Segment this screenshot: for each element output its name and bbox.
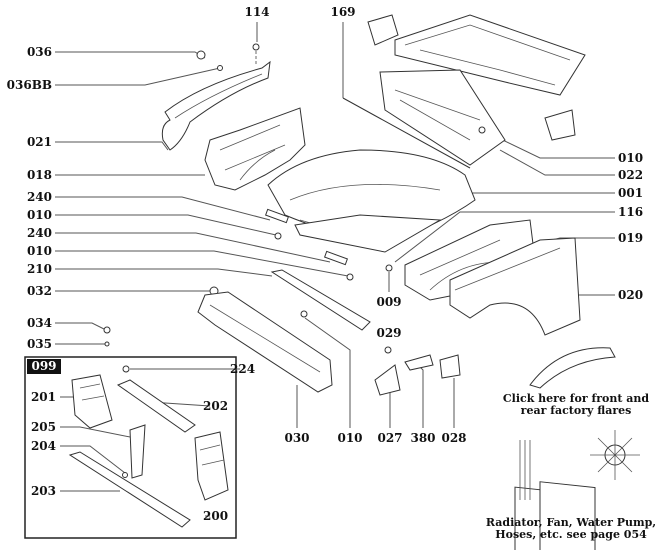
part-028[interactable] [439, 354, 461, 379]
part-036[interactable] [196, 50, 206, 60]
label-030[interactable]: 030 [284, 431, 309, 445]
label-021[interactable]: 021 [27, 135, 52, 149]
part-fender-apron-021[interactable] [161, 60, 271, 151]
label-114[interactable]: 114 [244, 5, 269, 19]
label-036[interactable]: 036 [27, 45, 52, 59]
part-010-d[interactable] [300, 310, 308, 318]
label-201[interactable]: 201 [31, 390, 56, 404]
part-fender-020[interactable] [449, 237, 581, 336]
part-bumper-030[interactable] [197, 291, 333, 393]
label-200[interactable]: 200 [203, 509, 228, 523]
label-205[interactable]: 205 [31, 420, 56, 434]
label-019[interactable]: 019 [618, 231, 643, 245]
label-010-a[interactable]: 010 [27, 208, 52, 222]
part-seal-169[interactable] [342, 97, 471, 169]
part-radiator-support-210[interactable] [270, 269, 371, 331]
label-001[interactable]: 001 [618, 186, 643, 200]
label-210[interactable]: 210 [27, 262, 52, 276]
part-036bb[interactable] [217, 65, 223, 71]
part-010-a[interactable] [274, 232, 282, 240]
part-010-cowl[interactable] [478, 126, 486, 134]
label-020[interactable]: 020 [618, 288, 643, 302]
part-027[interactable] [374, 364, 401, 396]
part-cowl-top[interactable] [367, 14, 586, 141]
label-224[interactable]: 224 [230, 362, 255, 376]
label-202[interactable]: 202 [203, 399, 228, 413]
label-380[interactable]: 380 [410, 431, 435, 445]
label-022[interactable]: 022 [618, 168, 643, 182]
label-010-d[interactable]: 010 [337, 431, 362, 445]
part-035[interactable] [104, 341, 110, 347]
part-hood-insulator-116[interactable] [294, 214, 442, 253]
flares-link[interactable]: Click here for front and rear factory fl… [502, 392, 650, 417]
label-032[interactable]: 032 [27, 284, 52, 298]
inset-099-badge[interactable]: 099 [27, 359, 61, 374]
label-240-a[interactable]: 240 [27, 190, 52, 204]
part-240-b[interactable] [323, 250, 349, 266]
part-240-a[interactable] [264, 208, 290, 224]
part-009[interactable] [385, 264, 393, 272]
part-010-b[interactable] [346, 273, 354, 281]
label-010-c[interactable]: 010 [618, 151, 643, 165]
part-029[interactable] [384, 346, 392, 354]
radiator-fan-thumbnail[interactable] [514, 430, 640, 550]
label-036bb[interactable]: 036BB [7, 78, 52, 92]
part-034[interactable] [103, 326, 111, 334]
label-035[interactable]: 035 [27, 337, 52, 351]
inset-radiator-support-parts[interactable] [68, 365, 229, 528]
label-203[interactable]: 203 [31, 484, 56, 498]
label-028[interactable]: 028 [441, 431, 466, 445]
label-029[interactable]: 029 [376, 326, 401, 340]
part-380[interactable] [404, 354, 434, 371]
flares-thumbnail[interactable] [529, 347, 616, 389]
label-169[interactable]: 169 [330, 5, 355, 19]
label-027[interactable]: 027 [377, 431, 402, 445]
inset-099-frame [24, 356, 237, 539]
part-114[interactable] [252, 43, 260, 51]
part-cowl-panel-022[interactable] [379, 69, 506, 166]
label-240-b[interactable]: 240 [27, 226, 52, 240]
label-116[interactable]: 116 [618, 205, 643, 219]
label-204[interactable]: 204 [31, 439, 56, 453]
radiator-link[interactable]: Radiator, Fan, Water Pump, Hoses, etc. s… [485, 516, 657, 541]
label-018[interactable]: 018 [27, 168, 52, 182]
label-010-b[interactable]: 010 [27, 244, 52, 258]
part-labels: 036 036BB 021 018 240 010 240 010 210 03… [7, 5, 643, 523]
part-inner-fender-018[interactable] [204, 107, 306, 191]
leader-lines [55, 22, 615, 517]
label-009[interactable]: 009 [376, 295, 401, 309]
label-034[interactable]: 034 [27, 316, 52, 330]
